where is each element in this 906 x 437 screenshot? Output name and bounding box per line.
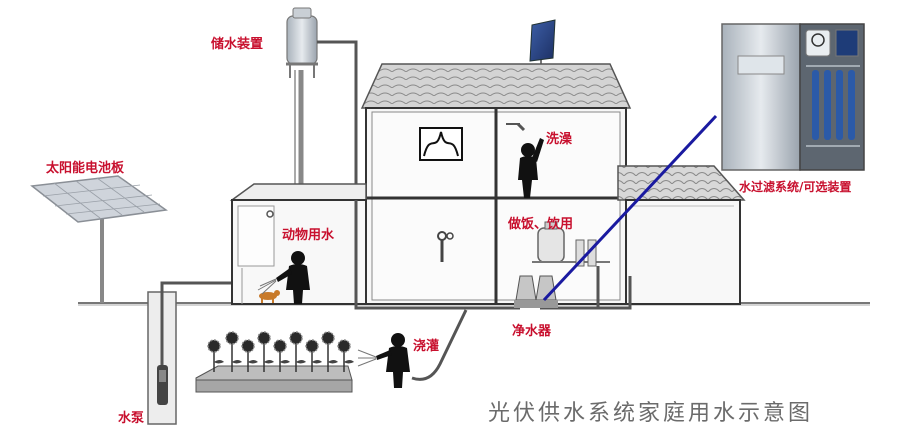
storage-pipe — [317, 40, 358, 200]
person-showering — [518, 138, 544, 198]
main-house — [360, 63, 632, 305]
person-irrigating — [376, 333, 410, 388]
shower-head — [506, 122, 526, 132]
right-annex — [617, 165, 746, 305]
dog — [259, 290, 280, 303]
label-irrigation: 浇灌 — [413, 339, 440, 354]
pointer-line — [542, 114, 718, 302]
label-animal-water: 动物用水 — [282, 228, 335, 243]
label-storage: 储水装置 — [211, 37, 264, 52]
label-purifier: 净水器 — [512, 324, 552, 339]
label-solar-panel: 太阳能电池板 — [46, 161, 125, 176]
well-shaft — [147, 290, 177, 425]
irrigation-hose — [411, 309, 468, 381]
label-filter-system: 水过滤系统/可选装置 — [739, 180, 852, 194]
house-plumbing — [354, 200, 632, 310]
person-with-dog — [276, 251, 310, 304]
kitchen-equipment — [532, 221, 610, 267]
sunflowers — [207, 331, 354, 372]
water-storage-tower — [286, 7, 318, 184]
label-cooking: 做饭、饮用 — [508, 217, 574, 232]
solar-panel-array — [30, 175, 168, 303]
wall-painting — [419, 127, 463, 161]
irrigation-spray — [357, 349, 377, 367]
diagram-caption: 光伏供水系统家庭用水示意图 — [488, 401, 814, 426]
filter-system-cabinet — [721, 23, 865, 171]
water-spray — [257, 278, 277, 295]
label-shower: 洗澡 — [546, 132, 573, 147]
garden-bed — [195, 365, 353, 393]
label-pump: 水泵 — [118, 411, 145, 426]
faucet — [437, 231, 454, 262]
